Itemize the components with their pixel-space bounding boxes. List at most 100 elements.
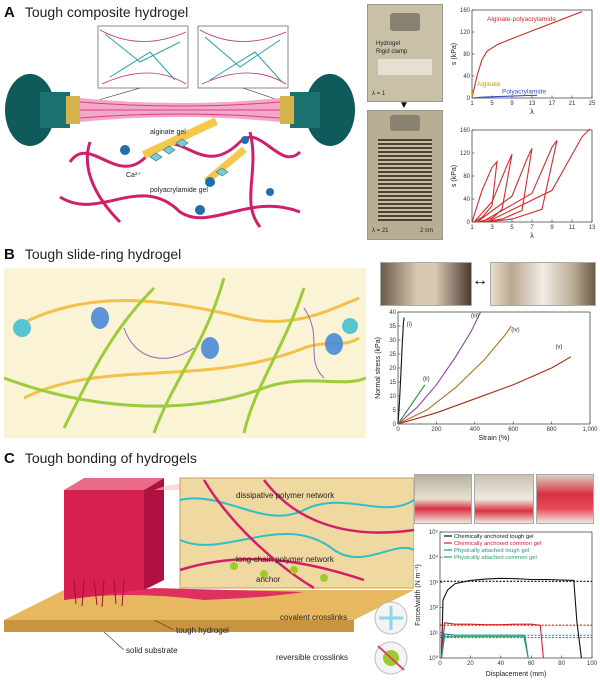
bonding-illustration: dissipative polymer network long-chain p…: [4, 477, 414, 675]
x-tick-label: 0: [396, 427, 400, 433]
y-tick-label: 80: [463, 52, 470, 58]
y-tick-label: 15: [389, 380, 396, 386]
x-tick-label: 80: [558, 661, 565, 667]
y-tick-label: 25: [389, 352, 396, 358]
series-line: [471, 11, 583, 99]
y-axis-label: s (kPa): [451, 165, 458, 187]
dissipative-network-label: dissipative polymer network: [236, 491, 335, 500]
curve-annotation: (i): [407, 322, 412, 328]
panel-a-illustration: alginate gel Ca²⁺ polyacrylamide gel: [5, 25, 355, 228]
y-tick-label: 10²: [429, 606, 438, 612]
y-tick-label: 5: [393, 408, 397, 414]
x-tick-label: 400: [470, 427, 481, 433]
series-line: [440, 622, 544, 659]
series-line: [440, 636, 529, 659]
photo-peel-3: [536, 474, 594, 524]
panel-c-header: C Tough bonding of hydrogels: [4, 450, 197, 467]
slide-ring: [91, 307, 109, 329]
slide-ring-illustration: [4, 268, 366, 438]
photo-hydrogel-label: Hydrogel: [376, 41, 401, 47]
y-tick-label: 10³: [429, 580, 438, 586]
panel-b-letter: B: [4, 246, 15, 263]
network-chain: [68, 135, 302, 168]
solid-substrate-label: solid substrate: [126, 646, 178, 655]
x-tick-label: 13: [589, 225, 596, 231]
y-tick-label: 10⁰: [429, 655, 439, 662]
y-tick-label: 10⁴: [429, 554, 439, 561]
anchor-label: anchor: [256, 575, 281, 584]
x-tick-label: 21: [569, 101, 576, 107]
legend-entry: Chemically anchored tough gel: [454, 534, 534, 540]
series-line: [397, 311, 482, 425]
y-axis-label: s (kPa): [451, 43, 458, 65]
series-line: [481, 140, 558, 223]
tough-hydrogel-label: tough hydrogel: [176, 626, 229, 635]
photo-gel-relaxed: [380, 262, 472, 306]
plot-frame: [439, 531, 593, 659]
ca-ion-label: Ca²⁺: [126, 172, 141, 179]
x-axis-label: λ: [530, 109, 534, 116]
photo-gel-stretched: [490, 262, 596, 306]
series-line: [486, 128, 591, 223]
photo-scale-label: 2 cm: [420, 228, 434, 234]
x-tick-label: 9: [550, 225, 554, 231]
curve-annotation: (iv): [511, 328, 519, 334]
curve-annotation: (ii): [423, 377, 430, 383]
x-tick-label: 3: [490, 225, 494, 231]
y-axis-label: Normal stress (kPa): [375, 337, 382, 399]
series-line: [473, 153, 513, 223]
x-tick-label: 11: [569, 225, 576, 231]
photo-clamp-label: Rigid clamp: [376, 49, 408, 55]
polymer-chain: [62, 286, 156, 429]
x-tick-label: 40: [497, 661, 504, 667]
x-axis-label: Strain (%): [478, 435, 509, 442]
y-tick-label: 40: [389, 310, 396, 316]
x-tick-label: 17: [549, 101, 556, 107]
y-tick-label: 30: [389, 338, 396, 344]
x-tick-label: 20: [467, 661, 474, 667]
panel-b-title: Tough slide-ring hydrogel: [24, 246, 182, 262]
down-arrow-icon: ▼: [399, 100, 409, 111]
x-tick-label: 200: [431, 427, 442, 433]
curve-annotation: (iii): [471, 314, 479, 320]
photo-peel-2: [474, 474, 534, 524]
x-tick-label: 0: [438, 661, 442, 667]
x-tick-label: 7: [530, 225, 534, 231]
y-tick-label: 0: [393, 422, 397, 428]
y-tick-label: 10¹: [429, 631, 438, 637]
panel-c-letter: C: [4, 450, 15, 467]
y-tick-label: 80: [463, 174, 470, 180]
series-line: [397, 325, 512, 425]
photo-stretched: λ = 21 2 cm: [367, 110, 443, 240]
x-tick-label: 1: [470, 101, 474, 107]
stopper-bead: [13, 319, 31, 337]
solid-substrate: [4, 590, 414, 620]
x-tick-label: 100: [587, 661, 598, 667]
series-label: Alginate: [477, 81, 501, 88]
panel-c-title: Tough bonding of hydrogels: [24, 450, 197, 466]
x-tick-label: 600: [508, 427, 519, 433]
y-tick-label: 160: [460, 8, 471, 14]
long-chain-network-label: long-chain polymer network: [236, 555, 335, 564]
curve-annotation: (v): [555, 344, 562, 350]
series-label: Alginate-polyacrylamide: [487, 16, 556, 23]
reversible-crosslinks-label: reversible crosslinks: [276, 653, 348, 662]
x-tick-label: 25: [589, 101, 596, 107]
series-line: [471, 159, 498, 223]
x-tick-label: 13: [529, 101, 536, 107]
y-tick-label: 40: [463, 74, 470, 80]
legend-entry: Chemically anchored common gel: [454, 541, 541, 547]
panel-a-title: Tough composite hydrogel: [24, 4, 189, 20]
y-tick-label: 120: [460, 30, 471, 36]
series-line: [397, 356, 572, 425]
y-tick-label: 10: [389, 394, 396, 400]
series-line: [397, 317, 405, 425]
y-tick-label: 40: [463, 197, 470, 203]
x-tick-label: 5: [510, 225, 514, 231]
x-axis-label: Displacement (mm): [486, 671, 547, 678]
y-tick-label: 0: [467, 220, 471, 226]
x-axis-label: λ: [530, 233, 534, 240]
photo-unstretched: Hydrogel Rigid clamp λ = 1: [367, 4, 443, 102]
legend-entry: Physically attached tough gel: [454, 548, 529, 554]
